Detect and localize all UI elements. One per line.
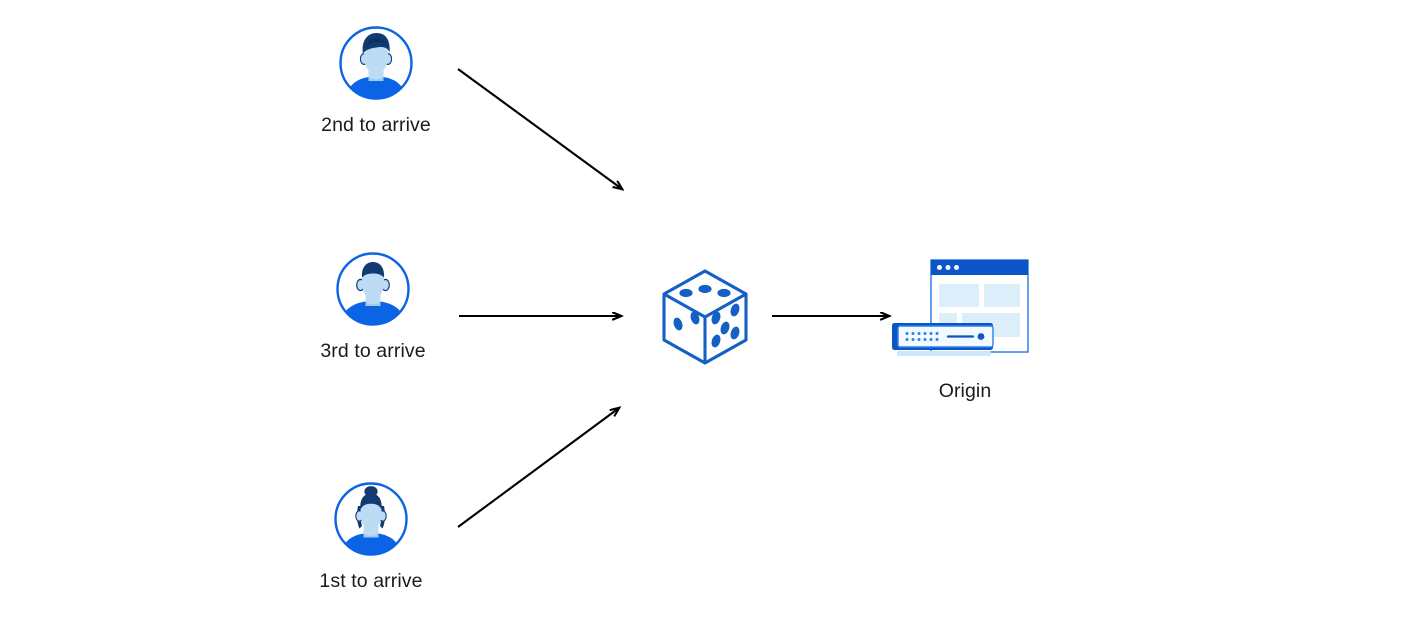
client-label-1st: 1st to arrive	[319, 570, 423, 592]
origin-node[interactable]: Origin	[880, 255, 1050, 403]
avatar	[334, 250, 412, 328]
browser-window	[930, 259, 1029, 353]
avatar	[332, 480, 410, 558]
client-label-2nd: 2nd to arrive	[321, 114, 431, 136]
client-node-3rd[interactable]: 3rd to arrive	[293, 250, 453, 363]
arrow-client-1-to-dice	[457, 408, 619, 528]
origin-label: Origin	[938, 380, 992, 402]
client-label-3rd: 3rd to arrive	[320, 340, 426, 362]
client-node-1st[interactable]: 1st to arrive	[291, 480, 451, 593]
avatar	[337, 24, 415, 102]
dice-icon	[650, 262, 760, 377]
origin-server-icon	[880, 255, 1050, 370]
arrow-client-2-to-dice	[457, 68, 622, 189]
server-device	[892, 323, 994, 356]
randomizer-node[interactable]	[650, 262, 760, 377]
client-node-2nd[interactable]: 2nd to arrive	[296, 24, 456, 137]
